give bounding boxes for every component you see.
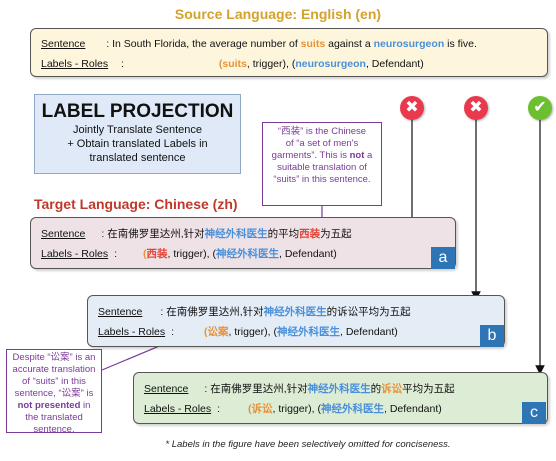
c-labels-row: Labels - Roles:(诉讼, trigger), (神经外科医生, D… [144,403,442,415]
c-labels-label: Labels - Roles [144,403,212,415]
b-labels-label: Labels - Roles [98,326,166,338]
label-argument: neurosurgeon [295,58,366,70]
note-bottom-line1: Despite “讼案” is an [12,352,96,363]
labels-open: ( [218,58,223,70]
label-projection-title: LABEL PROJECTION [41,101,234,122]
a-trigger: 西装 [299,228,321,240]
note-top-line3: garments”. This is not a [271,150,373,161]
cross-icon-a: ✖ [400,96,424,120]
source-sentence-box: Sentence : In South Florida, the average… [30,28,548,77]
check-icon-c: ✔ [528,96,552,120]
target-language-title: Target Language: Chinese (zh) [34,196,238,212]
labels-colon: : [121,58,124,70]
c-sentence-label: Sentence [144,383,189,395]
source-language-title: Source Language: English (en) [174,6,382,22]
translation-box-c: Sentence: 在南佛罗里达州,针对神经外科医生的诉讼平均为五起 Label… [133,372,548,424]
note-bottom-line4: sentence, “讼案” is [14,388,94,399]
c-argument: 神经外科医生 [307,383,371,395]
source-sentence-row: Sentence : In South Florida, the average… [41,38,477,50]
labels-label: Labels - Roles [41,58,109,70]
a-argument: 神经外科医生 [204,228,268,240]
sentence-label: Sentence [41,38,86,50]
c-sentence-row: Sentence: 在南佛罗里达州,针对神经外科医生的诉讼平均为五起 [144,383,455,395]
footnote: * Labels in the figure have been selecti… [165,439,451,450]
note-bottom-line5: not presented in [17,400,91,411]
a-sentence-row: Sentence: 在南佛罗里达州,针对神经外科医生的平均西装为五起 [41,228,352,240]
note-top-line2: of “a set of men's [285,138,359,149]
a-labels-label: Labels - Roles [41,248,109,260]
note-top-line4: suitable translation of [277,162,367,173]
labels-mid: , trigger), ( [246,58,296,70]
source-labels-row: Labels - Roles : (suits, trigger), (neur… [41,58,424,70]
note-xizhuang: “西装” is the Chinese of “a set of men's g… [262,122,382,206]
translation-box-a: Sentence: 在南佛罗里达州,针对神经外科医生的平均西装为五起 Label… [30,217,456,269]
b-sentence-label: Sentence [98,306,143,318]
argument-word: neurosurgeon [373,38,445,50]
tag-a: a [431,247,455,269]
label-trigger: suits [222,58,247,70]
label-projection-line1: Jointly Translate Sentence [72,124,203,136]
note-bottom-line3: of “suits” in this [22,376,86,387]
translation-box-b: Sentence: 在南佛罗里达州,针对神经外科医生的诉讼平均为五起 Label… [87,295,505,347]
b-labels-row: Labels - Roles:(讼案, trigger), (神经外科医生, D… [98,326,398,338]
label-projection-box: LABEL PROJECTION Jointly Translate Sente… [34,94,241,174]
label-projection-line2: + Obtain translated Labels in [67,138,208,150]
b-sentence-row: Sentence: 在南佛罗里达州,针对神经外科医生的诉讼平均为五起 [98,306,411,318]
cross-icon-b: ✖ [464,96,488,120]
note-bottom-line6: the translated [25,412,83,423]
note-top-line1: “西装” is the Chinese [277,126,367,137]
label-projection-line3: translated sentence [89,152,186,164]
note-susong: Despite “讼案” is an accurate translation … [6,349,102,435]
note-bottom-line7: sentence. [33,424,75,435]
note-top-line5: “suits” in this sentence. [273,174,371,185]
labels-post: , Defendant) [365,58,424,70]
sentence-text-mid: against a [325,38,374,50]
sentence-text-post: is five. [444,38,477,50]
a-sentence-label: Sentence [41,228,86,240]
note-bottom-line2: accurate translation [12,364,96,375]
trigger-word: suits [300,38,326,50]
c-trigger: 诉讼 [381,383,403,395]
b-argument: 神经外科医生 [263,306,327,318]
tag-c: c [522,402,546,424]
sentence-text-pre: : In South Florida, the average number o… [106,38,301,50]
tag-b: b [480,325,504,347]
a-labels-row: Labels - Roles:(西装, trigger), (神经外科医生, D… [41,248,337,260]
